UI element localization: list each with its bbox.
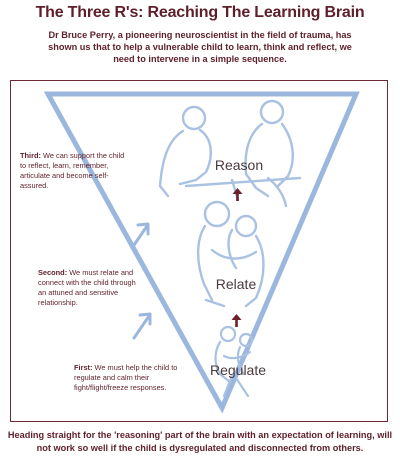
up-arrow-icon (231, 314, 242, 327)
step-note-text: We must help the child to regulate and c… (74, 363, 178, 392)
up-arrow-icon (132, 312, 152, 340)
step-note-lead: Third: (20, 151, 41, 160)
step-note-first: First: We must help the child to regulat… (74, 363, 190, 393)
step-note-text: We can support the child to reflect, lea… (20, 151, 125, 190)
up-arrow-icon (232, 188, 243, 201)
step-note-second: Second: We must relate and connect with … (38, 268, 146, 308)
stage-label-reason: Reason (214, 157, 264, 173)
up-arrow-icon (130, 222, 150, 250)
stage-label-relate: Relate (215, 276, 257, 292)
step-note-lead: First: (74, 363, 93, 372)
diagram-frame (10, 80, 388, 422)
inverted-triangle (43, 91, 360, 414)
footer-text: Heading straight for the 'reasoning' par… (7, 430, 393, 453)
page-title: The Three R's: Reaching The Learning Bra… (35, 4, 365, 21)
figure-reason (158, 99, 302, 208)
figure-relate (196, 200, 265, 308)
step-note-text: We must relate and connect with the chil… (38, 268, 136, 307)
stage-label-regulate: Regulate (209, 362, 267, 378)
intro-text: Dr Bruce Perry, a pioneering neuroscient… (48, 30, 352, 64)
step-note-third: Third: We can support the child to refle… (20, 151, 128, 191)
step-note-lead: Second: (38, 268, 68, 277)
figure-regulate (214, 325, 254, 398)
